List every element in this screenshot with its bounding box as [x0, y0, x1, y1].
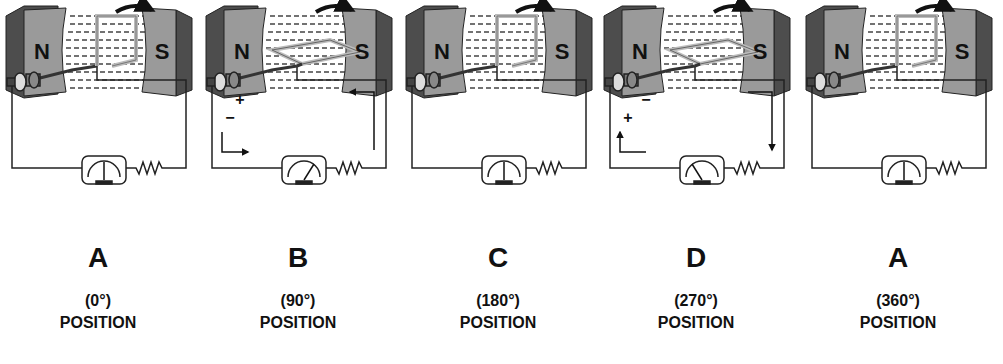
generator-90deg [206, 6, 392, 184]
polarity-sign: − [225, 109, 234, 127]
polarity-sign: + [623, 109, 632, 127]
pole-letter: N [234, 39, 250, 65]
position-letter: D [686, 242, 706, 274]
pole-letter: S [355, 39, 370, 65]
pole-letter: N [434, 39, 450, 65]
position-letter: A [88, 242, 108, 274]
position-letter: A [888, 242, 908, 274]
generator-0deg [6, 6, 192, 184]
pole-letter: S [555, 39, 570, 65]
polarity-sign: − [641, 91, 650, 109]
position-letter: B [288, 242, 308, 274]
pole-letter: N [834, 39, 850, 65]
position-caption: (180°) POSITION [448, 290, 548, 334]
position-letter: C [488, 242, 508, 274]
position-caption: (360°) POSITION [848, 290, 948, 334]
position-caption: (0°) POSITION [48, 290, 148, 334]
polarity-sign: + [235, 91, 244, 109]
pole-letter: S [753, 39, 768, 65]
pole-letter: N [632, 39, 648, 65]
generator-180deg [406, 6, 592, 184]
position-caption: (90°) POSITION [248, 290, 348, 334]
pole-letter: S [155, 39, 170, 65]
generator-360deg [806, 6, 992, 184]
pole-letter: S [955, 39, 970, 65]
position-caption: (270°) POSITION [646, 290, 746, 334]
pole-letter: N [34, 39, 50, 65]
generator-270deg [604, 6, 790, 184]
